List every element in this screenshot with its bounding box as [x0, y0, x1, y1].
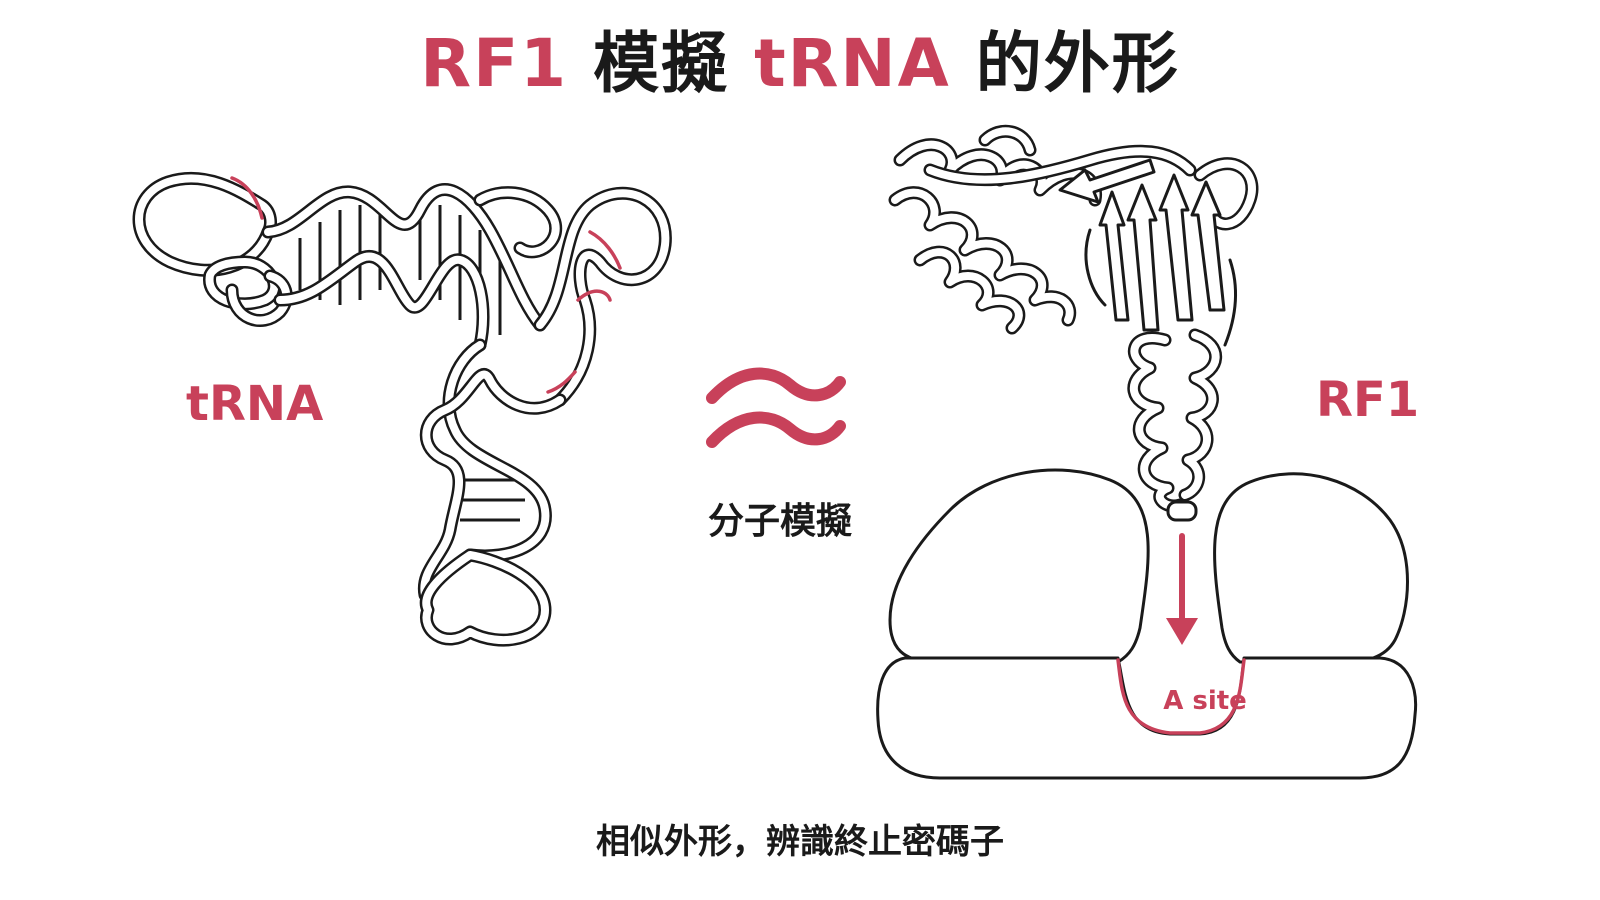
rf1-label: RF1: [1316, 372, 1420, 428]
title-rf1: RF1: [420, 25, 569, 102]
rf1-ggq-tip: [1166, 500, 1198, 522]
approx-symbol: [706, 367, 846, 448]
a-site-label: A site: [1163, 686, 1247, 716]
a-site-pocket: [1116, 658, 1246, 735]
trna-helix-rungs: [298, 205, 525, 522]
trna-structure: [132, 171, 672, 647]
trna-highlight-4: [546, 370, 577, 394]
insertion-arrow-head: [1166, 618, 1198, 645]
ribosome-small-subunit: [876, 656, 1418, 780]
trna-highlight-3: [576, 289, 612, 302]
trna-label: tRNA: [186, 376, 324, 432]
trna-highlight-1: [230, 176, 264, 220]
rf1-structure: [888, 124, 1259, 522]
title-trna: tRNA: [754, 25, 951, 102]
molecular-mimicry-label: 分子模擬: [707, 501, 852, 542]
caption: 相似外形，辨識終止密碼子: [596, 822, 1004, 862]
rf1-beta-sheet: [1058, 158, 1237, 347]
ribosome-large-subunit-right: [1213, 472, 1409, 664]
ribosome: [876, 468, 1418, 780]
title-shape: 的外形: [975, 25, 1180, 102]
ribosome-large-subunit-left: [888, 468, 1150, 664]
page-title: RF1 模擬 tRNA 的外形: [0, 10, 1600, 106]
title-mimics: 模擬: [593, 25, 730, 102]
trna-highlight-2: [588, 230, 622, 270]
